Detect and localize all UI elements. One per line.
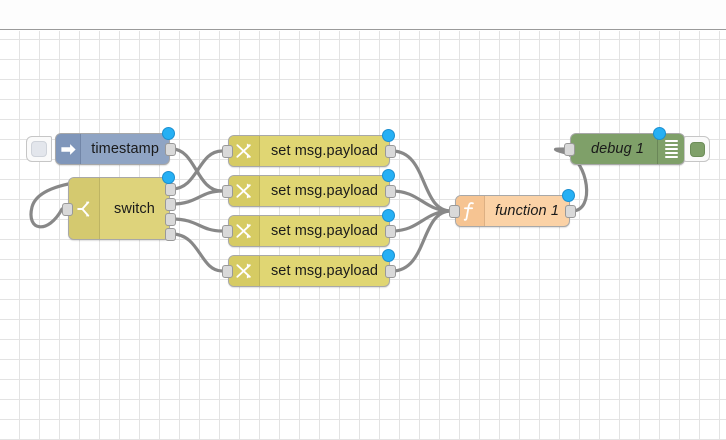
status-dot-change-4 bbox=[382, 249, 395, 262]
wire-change3-to-function bbox=[390, 209, 453, 233]
node-debug-1[interactable]: debug 1 bbox=[564, 127, 685, 165]
port-out-inject[interactable] bbox=[165, 143, 176, 156]
wire-switch2-to-change2 bbox=[170, 189, 224, 206]
node-label-function-1: function 1 bbox=[495, 203, 559, 219]
node-inject-timestamp[interactable]: timestamp bbox=[55, 127, 176, 165]
debug-enable-toggle-button[interactable] bbox=[684, 136, 710, 162]
node-change-1[interactable]: set msg.payload bbox=[222, 129, 396, 167]
port-in-change-1[interactable] bbox=[222, 145, 233, 158]
node-change-3[interactable]: set msg.payload bbox=[222, 209, 396, 247]
wire-change2-to-function bbox=[390, 189, 453, 213]
debug-toggle-pad bbox=[689, 141, 705, 157]
node-label-switch: switch bbox=[114, 200, 155, 217]
port-out-change-2[interactable] bbox=[385, 185, 396, 198]
wire-change1-to-function bbox=[390, 149, 453, 213]
port-out-change-4[interactable] bbox=[385, 265, 396, 278]
node-switch[interactable]: switch bbox=[62, 171, 176, 241]
status-dot-change-3 bbox=[382, 209, 395, 222]
port-in-change-4[interactable] bbox=[222, 265, 233, 278]
node-label-inject: timestamp bbox=[91, 141, 159, 157]
port-out-change-3[interactable] bbox=[385, 225, 396, 238]
shuffle-icon bbox=[229, 256, 260, 286]
node-label-change-4: set msg.payload bbox=[270, 263, 379, 279]
port-in-change-3[interactable] bbox=[222, 225, 233, 238]
port-in-switch[interactable] bbox=[62, 203, 73, 216]
status-dot-inject bbox=[162, 127, 175, 140]
status-dot-change-1 bbox=[382, 129, 395, 142]
flow-canvas[interactable]: timestamp switch bbox=[0, 31, 726, 440]
status-dot-switch bbox=[162, 171, 175, 184]
port-out-function-1[interactable] bbox=[565, 205, 576, 218]
node-label-change-1: set msg.payload bbox=[270, 143, 379, 159]
port-out-switch-2[interactable] bbox=[165, 198, 176, 211]
wire-switch1-to-change1 bbox=[170, 149, 224, 191]
port-in-debug-1[interactable] bbox=[564, 143, 575, 156]
port-in-change-2[interactable] bbox=[222, 185, 233, 198]
shuffle-icon bbox=[229, 216, 260, 246]
node-function-1[interactable]: function 1 bbox=[449, 189, 576, 227]
node-label-change-3: set msg.payload bbox=[270, 223, 379, 239]
port-out-switch-4[interactable] bbox=[165, 228, 176, 241]
port-in-function-1[interactable] bbox=[449, 205, 460, 218]
wire-switch3-to-change3 bbox=[170, 217, 224, 233]
inject-trigger-button[interactable] bbox=[26, 136, 52, 162]
shuffle-icon bbox=[229, 176, 260, 206]
editor-toolbar bbox=[0, 0, 726, 30]
switch-branch-icon bbox=[69, 178, 100, 239]
debug-bars-icon bbox=[657, 134, 684, 164]
node-change-4[interactable]: set msg.payload bbox=[222, 249, 396, 287]
inject-button-pad bbox=[31, 141, 47, 157]
status-dot-function-1 bbox=[562, 189, 575, 202]
wire-inject-to-change2 bbox=[170, 147, 224, 193]
wire-switch4-to-change4 bbox=[170, 232, 224, 273]
port-out-switch-3[interactable] bbox=[165, 213, 176, 226]
status-dot-change-2 bbox=[382, 169, 395, 182]
arrow-right-icon bbox=[56, 134, 82, 164]
node-change-2[interactable]: set msg.payload bbox=[222, 169, 396, 207]
port-out-switch-1[interactable] bbox=[165, 183, 176, 196]
status-dot-debug-1 bbox=[653, 127, 666, 140]
shuffle-icon bbox=[229, 136, 260, 166]
function-f-icon bbox=[456, 196, 486, 226]
node-label-change-2: set msg.payload bbox=[270, 183, 379, 199]
port-out-change-1[interactable] bbox=[385, 145, 396, 158]
wire-change4-to-function bbox=[390, 209, 453, 273]
node-label-debug-1: debug 1 bbox=[590, 141, 645, 157]
